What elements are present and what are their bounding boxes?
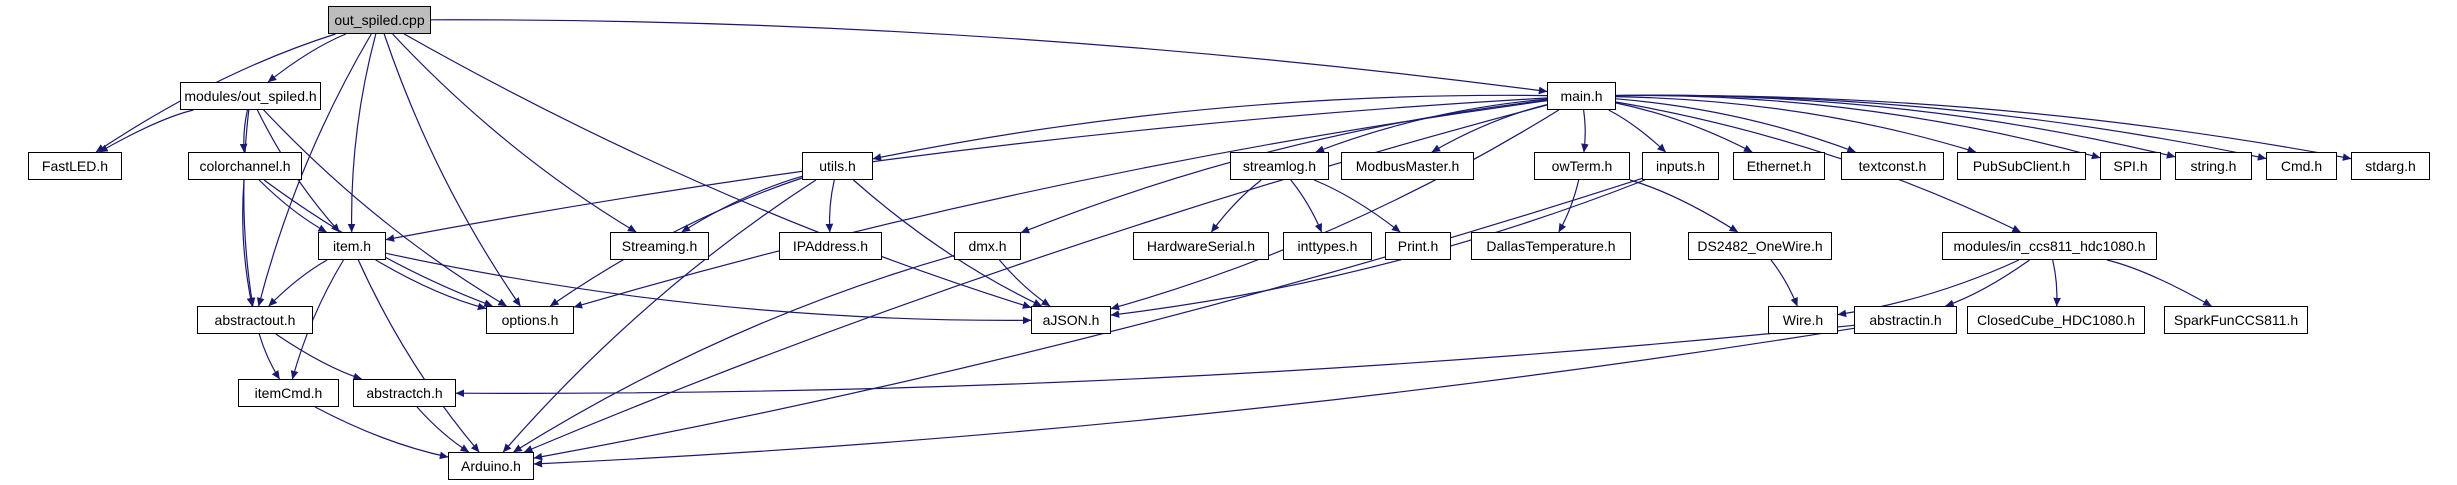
edge-dmx_h-to-ajson_h	[998, 259, 1051, 307]
edge-itemcmd_h-to-arduino_h	[314, 406, 449, 460]
edge-inputs_h-to-ajson_h	[1110, 179, 1646, 318]
edge-item_h-to-ajson_h	[385, 252, 1032, 325]
graph-node-string_h[interactable]: string.h	[2175, 152, 2252, 180]
edge-in_ccs811_hdc1080_h-to-sparkfunccs811_h	[2106, 259, 2212, 307]
graph-node-stdarg_h[interactable]: stdarg.h	[2351, 152, 2430, 180]
edge-main_h-to-streamlog_h	[1315, 98, 1548, 153]
graph-node-abstractin_h[interactable]: abstractin.h	[1854, 306, 1957, 334]
graph-node-streaming_h[interactable]: Streaming.h	[610, 232, 709, 260]
edge-abstractout_h-to-abstractch_h	[275, 333, 363, 381]
graph-node-in_ccs811_hdc1080_h[interactable]: modules/in_ccs811_hdc1080.h	[1942, 232, 2157, 260]
edge-main_h-to-ethernet_h	[1615, 102, 1753, 153]
graph-node-dallastemperature_h[interactable]: DallasTemperature.h	[1471, 232, 1631, 260]
edge-main_h-to-cmd_h	[1615, 94, 2267, 161]
edge-inputs_h-to-arduino_h	[533, 177, 1643, 461]
graph-node-arduino_h[interactable]: Arduino.h	[448, 452, 534, 480]
graph-node-inputs_h[interactable]: inputs.h	[1642, 152, 1719, 180]
edge-out_spiled_cpp-to-streaming_h	[392, 33, 637, 233]
edge-out_spiled_cpp-to-item_h	[347, 33, 377, 233]
edge-modules_out_spiled_h-to-abstractout_h	[243, 109, 256, 307]
edge-dmx_h-to-arduino_h	[513, 255, 955, 453]
graph-node-wire_h[interactable]: Wire.h	[1768, 306, 1838, 334]
edge-out_spiled_cpp-to-modules_out_spiled_h	[267, 33, 347, 83]
edge-main_h-to-stdarg_h	[1615, 94, 2352, 161]
graph-node-ethernet_h[interactable]: Ethernet.h	[1733, 152, 1825, 180]
edge-owterm_h-to-ds2482_onewire_h	[1629, 179, 1739, 233]
graph-node-closedcube_hdc1080_h[interactable]: ClosedCube_HDC1080.h	[1967, 306, 2145, 334]
edge-abstractch_h-to-arduino_h	[416, 406, 470, 453]
graph-node-modules_out_spiled_h[interactable]: modules/out_spiled.h	[180, 82, 321, 110]
graph-node-print_h[interactable]: Print.h	[1385, 232, 1451, 260]
edge-utils_h-to-streaming_h	[681, 175, 803, 233]
edge-item_h-to-abstractout_h	[268, 259, 328, 307]
graph-node-options_h[interactable]: options.h	[486, 306, 574, 334]
edge-colorchannel_h-to-abstractout_h	[242, 179, 255, 307]
graph-node-itemcmd_h[interactable]: itemCmd.h	[238, 379, 339, 407]
graph-node-textconst_h[interactable]: textconst.h	[1841, 152, 1944, 180]
edge-abstractin_h-to-abstractch_h	[455, 324, 1855, 398]
edge-main_h-to-spi_h	[1615, 94, 2101, 160]
graph-node-inttypes_h[interactable]: inttypes.h	[1283, 232, 1372, 260]
edge-main_h-to-owterm_h	[1581, 109, 1589, 153]
edge-item_h-to-arduino_h	[357, 259, 480, 453]
graph-node-sparkfunccs811_h[interactable]: SparkFunCCS811.h	[2164, 306, 2308, 334]
edge-abstractout_h-to-itemcmd_h	[258, 333, 281, 380]
edge-streamlog_h-to-inttypes_h	[1290, 179, 1323, 233]
edge-main_h-to-modbusmaster_h	[1431, 104, 1548, 153]
graph-node-dmx_h[interactable]: dmx.h	[954, 232, 1021, 260]
edge-utils_h-to-options_h	[549, 177, 803, 307]
edge-item_h-to-options_h	[375, 259, 487, 311]
edge-in_ccs811_hdc1080_h-to-closedcube_hdc1080_h	[2052, 259, 2061, 307]
edge-main_h-to-textconst_h	[1615, 98, 1856, 153]
edge-out_spiled_cpp-to-main_h	[430, 19, 1548, 95]
graph-node-hardwareserial_h[interactable]: HardwareSerial.h	[1133, 232, 1269, 260]
edge-modules_out_spiled_h-to-colorchannel_h	[239, 109, 248, 153]
edge-out_spiled_cpp-to-options_h	[383, 33, 521, 307]
edge-main_h-to-inputs_h	[1608, 109, 1667, 153]
graph-node-ipaddress_h[interactable]: IPAddress.h	[779, 232, 882, 260]
edge-item_h-to-itemcmd_h	[290, 259, 345, 380]
graph-node-abstractch_h[interactable]: abstractch.h	[353, 379, 456, 407]
graph-node-colorchannel_h[interactable]: colorchannel.h	[188, 152, 302, 180]
graph-node-abstractout_h[interactable]: abstractout.h	[197, 306, 313, 334]
edge-utils_h-to-arduino_h	[502, 179, 817, 453]
edge-out_spiled_cpp-to-ajson_h	[403, 33, 1032, 309]
edge-in_ccs811_hdc1080_h-to-abstractin_h	[1945, 259, 2030, 307]
graph-node-streamlog_h[interactable]: streamlog.h	[1230, 152, 1329, 180]
graph-node-owterm_h[interactable]: owTerm.h	[1534, 152, 1630, 180]
edge-modules_out_spiled_h-to-fastled_h	[99, 109, 194, 153]
edge-main_h-to-pubsubclient_h	[1615, 96, 1977, 154]
edge-streamlog_h-to-print_h	[1313, 179, 1401, 233]
graph-node-ds2482_onewire_h[interactable]: DS2482_OneWire.h	[1688, 232, 1832, 260]
graph-node-item_h[interactable]: item.h	[318, 232, 386, 260]
graph-node-ajson_h[interactable]: aJSON.h	[1031, 306, 1111, 334]
edge-main_h-to-ajson_h	[1110, 109, 1560, 311]
edge-main_h-to-options_h	[573, 100, 1548, 309]
edge-abstractin_h-to-arduino_h	[533, 327, 1855, 468]
edge-utils_h-to-ajson_h	[853, 179, 1043, 307]
graph-node-pubsubclient_h[interactable]: PubSubClient.h	[1957, 152, 2086, 180]
edge-out_spiled_cpp-to-abstractout_h	[256, 33, 372, 307]
edge-modules_out_spiled_h-to-options_h	[263, 109, 507, 307]
edge-streamlog_h-to-hardwareserial_h	[1210, 179, 1262, 233]
edge-main_h-to-item_h	[385, 97, 1548, 242]
graph-node-cmd_h[interactable]: Cmd.h	[2266, 152, 2337, 180]
graph-node-fastled_h[interactable]: FastLED.h	[28, 152, 122, 180]
edge-colorchannel_h-to-item_h	[258, 179, 327, 233]
edge-ds2482_onewire_h-to-wire_h	[1770, 259, 1798, 307]
graph-node-spi_h[interactable]: SPI.h	[2100, 152, 2161, 180]
graph-node-main_h[interactable]: main.h	[1547, 82, 1616, 110]
edge-main_h-to-dmx_h	[1020, 99, 1548, 234]
graph-node-out_spiled_cpp[interactable]: out_spiled.cpp	[328, 6, 431, 34]
edge-main_h-to-utils_h	[872, 94, 1548, 161]
edge-utils_h-to-ipaddress_h	[825, 179, 835, 233]
graph-node-utils_h[interactable]: utils.h	[802, 152, 873, 180]
graph-node-modbusmaster_h[interactable]: ModbusMaster.h	[1341, 152, 1474, 180]
